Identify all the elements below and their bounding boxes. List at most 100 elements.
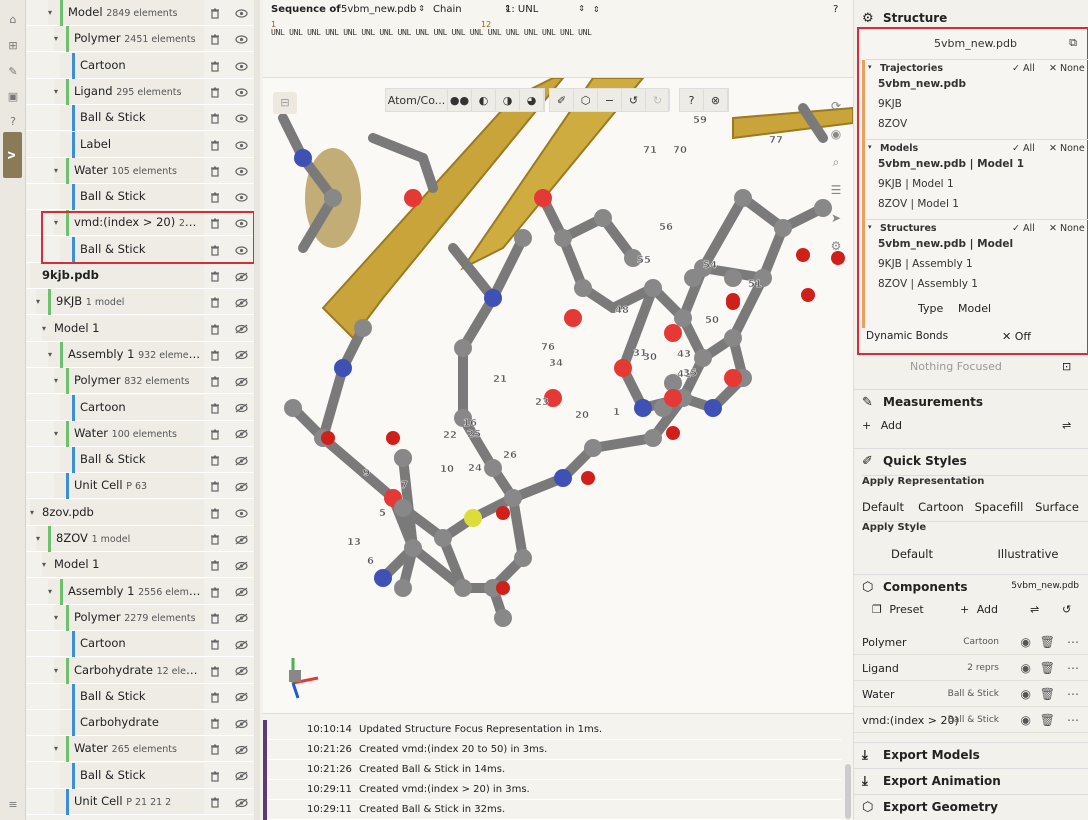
tree-row[interactable]: Carbohydrate <box>26 710 256 737</box>
eye-icon[interactable] <box>228 53 254 79</box>
trash-icon[interactable] <box>202 237 228 263</box>
eye-icon[interactable]: ◉ <box>1020 713 1031 727</box>
trash-icon[interactable] <box>202 132 228 158</box>
structure-select[interactable]: 5vbm_new.pdb⇕ <box>341 4 425 15</box>
trash-icon[interactable]: 🗑 <box>1039 635 1055 649</box>
list-item[interactable]: 5vbm_new.pdb | Model 1 <box>878 158 1025 170</box>
caret-down-icon[interactable]: ▾ <box>54 34 59 44</box>
trash-icon[interactable] <box>202 210 228 236</box>
trash-icon[interactable] <box>202 0 228 26</box>
trash-icon[interactable] <box>202 447 228 473</box>
select-all-button[interactable]: ✓ All <box>1012 223 1035 234</box>
export-section-header[interactable]: ⬡Export Geometry <box>854 794 1088 819</box>
tree-row[interactable]: Ball & Stick <box>26 236 256 263</box>
preset-button[interactable]: ❐ Preset <box>872 603 924 623</box>
tree-row[interactable]: 9kjb.pdb <box>26 263 256 289</box>
hierarchy-icon[interactable]: ⊞ <box>8 39 18 52</box>
eye-off-icon[interactable] <box>228 473 254 499</box>
trash-icon[interactable] <box>202 763 228 789</box>
tree-row[interactable]: ▾Polymer 832 elements <box>26 368 256 395</box>
tree-scrollbar[interactable] <box>254 0 260 820</box>
eye-icon[interactable]: ◉ <box>1020 687 1031 701</box>
trash-icon[interactable] <box>202 631 228 657</box>
sliders-icon[interactable]: ⇌ <box>1062 419 1072 432</box>
cube-icon[interactable]: ⬡ <box>574 89 598 111</box>
tree-row[interactable]: ▾Water 105 elements <box>26 157 256 184</box>
eye-off-icon[interactable] <box>228 289 254 315</box>
more-icon[interactable]: ⋯ <box>1067 661 1079 675</box>
list-item[interactable]: 5vbm_new.pdb | Model <box>878 238 1014 250</box>
tree-row[interactable]: Cartoon <box>26 52 256 79</box>
trash-icon[interactable] <box>202 26 228 52</box>
trash-icon[interactable] <box>202 552 228 578</box>
more-icon[interactable]: ⋯ <box>1067 687 1079 701</box>
list-item[interactable]: 8ZOV | Model 1 <box>878 198 959 210</box>
tree-row[interactable]: ▾Model 2849 elements <box>26 0 256 26</box>
help-icon[interactable]: ? <box>680 89 704 111</box>
tree-row[interactable]: Cartoon <box>26 631 256 658</box>
help-icon[interactable]: ? <box>833 4 839 15</box>
redo-icon[interactable]: ↻ <box>646 89 670 111</box>
select-union-icon[interactable]: ●● <box>448 89 472 111</box>
repr-cartoon-button[interactable]: Cartoon <box>918 500 964 514</box>
pointer-icon[interactable]: ➤ <box>830 211 842 225</box>
list-item[interactable]: 8ZOV | Assembly 1 <box>878 278 978 290</box>
structure-section-header[interactable]: ⚙ Structure <box>854 6 1088 31</box>
trash-icon[interactable] <box>202 710 228 736</box>
history-icon[interactable]: ↺ <box>622 89 646 111</box>
select-none-button[interactable]: ✕ None <box>1049 223 1085 234</box>
tree-row[interactable]: Ball & Stick <box>26 762 256 789</box>
select-subtract-icon[interactable]: ◐ <box>472 89 496 111</box>
trash-icon[interactable] <box>202 579 228 605</box>
more-icon[interactable]: ⋯ <box>1067 635 1079 649</box>
list-group-header[interactable]: ▾Models✓ All✕ None <box>866 139 1088 157</box>
brush-icon[interactable]: ✐ <box>550 89 574 111</box>
tree-row[interactable]: Ball & Stick <box>26 447 256 474</box>
trash-icon[interactable] <box>202 684 228 710</box>
trash-icon[interactable] <box>202 105 228 131</box>
repr-spacefill-button[interactable]: Spacefill <box>974 500 1024 514</box>
tree-row[interactable]: ▾8ZOV 1 model <box>26 526 256 552</box>
select-none-button[interactable]: ✕ None <box>1049 143 1085 154</box>
caret-down-icon[interactable]: ▾ <box>30 507 35 517</box>
eye-icon[interactable]: ◉ <box>1020 661 1031 675</box>
chain-select[interactable]: 1: UNL⇕ <box>505 4 585 15</box>
settings-icon[interactable]: ⚙ <box>830 239 842 253</box>
mode-select[interactable]: Chain⇕ <box>433 4 511 15</box>
save-icon[interactable]: ▣ <box>7 90 19 103</box>
list-item[interactable]: 9KJB | Assembly 1 <box>878 258 973 270</box>
rotate-icon[interactable]: ⟳ <box>830 99 842 113</box>
tree-row[interactable]: ▾8zov.pdb <box>26 499 256 526</box>
list-item[interactable]: 8ZOV <box>878 118 908 130</box>
caret-down-icon[interactable]: ▾ <box>54 744 59 754</box>
eye-off-icon[interactable] <box>228 447 254 473</box>
trash-icon[interactable] <box>202 658 228 684</box>
trash-icon[interactable] <box>202 368 228 394</box>
tree-row[interactable]: Label <box>26 131 256 158</box>
list-group-header[interactable]: ▾Trajectories✓ All✕ None <box>866 59 1088 77</box>
style-illustrative-button[interactable]: Illustrative <box>997 547 1059 561</box>
select-all-button[interactable]: ✓ All <box>1012 63 1035 74</box>
quick-styles-section-header[interactable]: ✐ Quick Styles <box>854 448 1088 473</box>
sequence-residues[interactable]: UNL UNL UNL UNL UNL UNL UNL UNL UNL UNL … <box>271 28 592 37</box>
caret-down-icon[interactable]: ▾ <box>36 297 41 307</box>
lock-icon[interactable]: ⊟ <box>273 92 297 114</box>
log-scrollbar[interactable] <box>845 764 851 819</box>
selection-mode-select[interactable]: Atom/Co... <box>386 89 448 111</box>
tree-row[interactable]: Cartoon <box>26 394 256 421</box>
eye-icon[interactable] <box>228 500 254 526</box>
eye-icon[interactable] <box>228 0 254 26</box>
tree-row[interactable]: Ball & Stick <box>26 105 256 132</box>
tree-row[interactable]: ▾Carbohydrate 12 elem... <box>26 657 256 684</box>
tree-row[interactable]: Ball & Stick <box>26 683 256 710</box>
trash-icon[interactable] <box>202 736 228 762</box>
trash-icon[interactable] <box>202 473 228 499</box>
structure-file-name[interactable]: 5vbm_new.pdb <box>934 37 1017 50</box>
eye-icon[interactable]: ◉ <box>1020 635 1031 649</box>
eye-off-icon[interactable] <box>228 421 254 447</box>
trash-icon[interactable] <box>202 79 228 105</box>
help-icon[interactable]: ? <box>10 115 16 128</box>
